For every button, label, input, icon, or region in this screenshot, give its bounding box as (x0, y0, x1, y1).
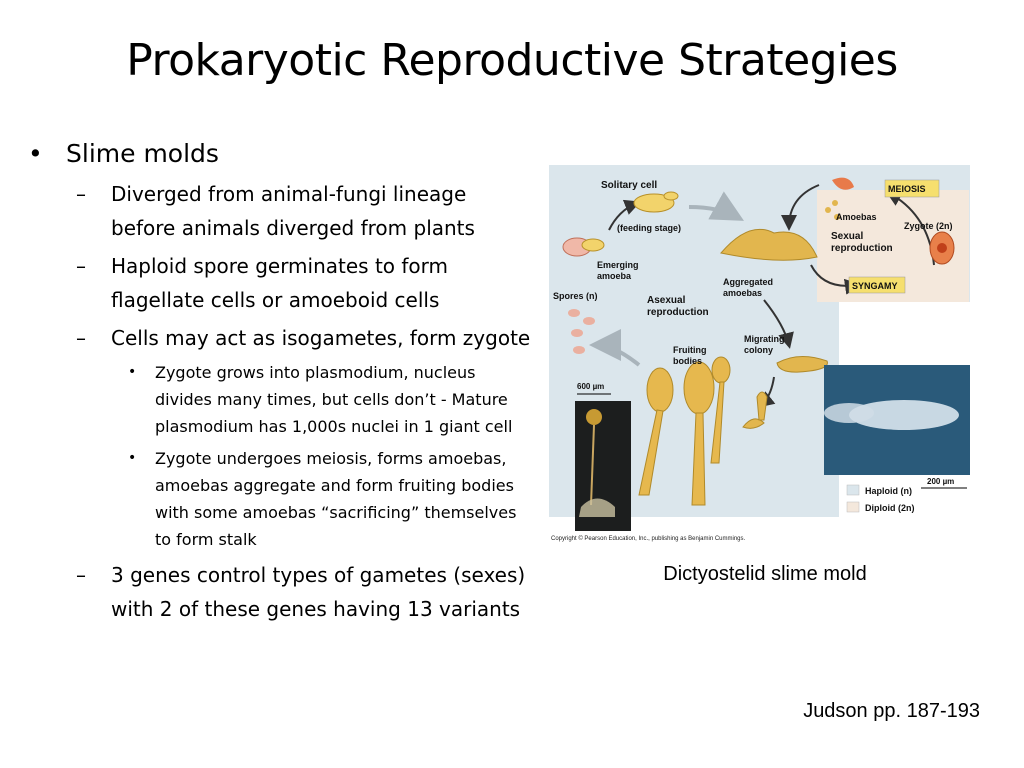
solitary-cell-icon (633, 193, 675, 213)
sub-bullet-genes: – 3 genes control types of gametes (sexe… (76, 558, 533, 626)
spore-icon (573, 346, 585, 354)
sub-sub-bullet-plasmodium: • Zygote grows into plasmodium, nucleus … (128, 359, 533, 440)
syngamy-label-box (848, 276, 906, 294)
bullet-marker: • (28, 139, 43, 168)
label-asexual-1: Asexual (647, 295, 686, 306)
slide-title: Prokaryotic Reproductive Strategies (126, 35, 898, 86)
label-fruiting-1: Fruiting (673, 345, 707, 355)
diploid-legend-swatch (846, 501, 860, 513)
sub-bullet-diverged: – Diverged from animal-fungi lineage bef… (76, 177, 533, 245)
meiosis-cell-icon (832, 177, 854, 190)
meiosis-label-box (884, 179, 940, 198)
sub-bullet-haploid-spore: – Haploid spore germinates to form flage… (76, 249, 533, 317)
slug-head-icon (824, 403, 874, 423)
sorocarp-stalk-icon (590, 424, 595, 506)
fruiting-bodies-icon (638, 356, 731, 506)
label-solitary-cell: Solitary cell (601, 180, 657, 191)
life-cycle-diagram: Solitary cell (feeding stage) Emerging a… (549, 165, 970, 542)
dash-marker: – (76, 326, 86, 350)
sorocarp-head-icon (586, 409, 602, 425)
migrating-colony-icon (776, 356, 828, 373)
sub-sub-bullet-meiosis: • Zygote undergoes meiosis, forms amoeba… (128, 445, 533, 553)
figure-copyright: Copyright © Pearson Education, Inc., pub… (551, 535, 746, 542)
dash-marker: – (76, 254, 86, 278)
haploid-legend-swatch (846, 484, 860, 496)
label-amoebas: Amoebas (836, 212, 877, 222)
arrow-to-migrating (763, 299, 794, 349)
label-fruiting-2: bodies (673, 356, 702, 366)
culminant-icon (742, 418, 765, 429)
label-asexual-2: reproduction (647, 307, 709, 318)
slime-mold-life-cycle-figure: Solitary cell (feeding stage) Emerging a… (549, 165, 970, 547)
slug-body-icon (849, 400, 959, 430)
arrow-from-meiosis (781, 184, 820, 231)
sub-bullet-isogametes: – Cells may act as isogametes, form zygo… (76, 321, 533, 355)
spore-icon (571, 329, 583, 337)
spore-icon (568, 309, 580, 317)
label-zygote: Zygote (2n) (904, 221, 953, 231)
label-diploid: Diploid (2n) (865, 503, 915, 513)
amoeba-icon (825, 207, 831, 213)
label-scale-200: 200 µm (927, 477, 954, 486)
label-feeding-stage: (feeding stage) (617, 223, 681, 233)
solitary-cell-small-icon (663, 191, 679, 201)
aggregated-amoebas-icon (720, 228, 818, 261)
bullet-marker: • (128, 364, 137, 380)
label-haploid: Haploid (n) (865, 486, 912, 496)
label-syngamy: SYNGAMY (852, 281, 898, 291)
bullet-slime-molds: • Slime molds (28, 137, 533, 171)
amoeba-icon (834, 214, 840, 220)
label-sexual-2: reproduction (831, 243, 893, 254)
label-migrating-2: colony (744, 345, 773, 355)
bullet-list: • Slime molds – Diverged from animal-fun… (28, 137, 533, 630)
emerging-amoeba-cell-icon (581, 238, 605, 252)
figure-caption: Dictyostelid slime mold (663, 563, 867, 585)
arrow-to-aggregate (688, 191, 744, 221)
label-sexual-1: Sexual (831, 231, 863, 242)
label-scale-600: 600 µm (577, 382, 604, 391)
label-aggregated-1: Aggregated (723, 277, 773, 287)
spore-icon (583, 317, 595, 325)
bullet-marker: • (128, 450, 137, 466)
label-aggregated-2: amoebas (723, 288, 762, 298)
label-emerging-1: Emerging (597, 260, 639, 270)
label-migrating-1: Migrating (744, 334, 785, 344)
dash-marker: – (76, 182, 86, 206)
label-spores: Spores (n) (553, 291, 598, 301)
label-meiosis: MEIOSIS (888, 184, 926, 194)
zygote-nucleus-icon (937, 243, 947, 253)
arrow-to-spores (589, 329, 641, 367)
culminant-tip-icon (756, 391, 768, 421)
reference-citation: Judson pp. 187-193 (803, 700, 980, 722)
amoeba-icon (832, 200, 838, 206)
sorocarp-base-icon (579, 498, 615, 517)
label-emerging-2: amoeba (597, 271, 632, 281)
dash-marker: – (76, 563, 86, 587)
